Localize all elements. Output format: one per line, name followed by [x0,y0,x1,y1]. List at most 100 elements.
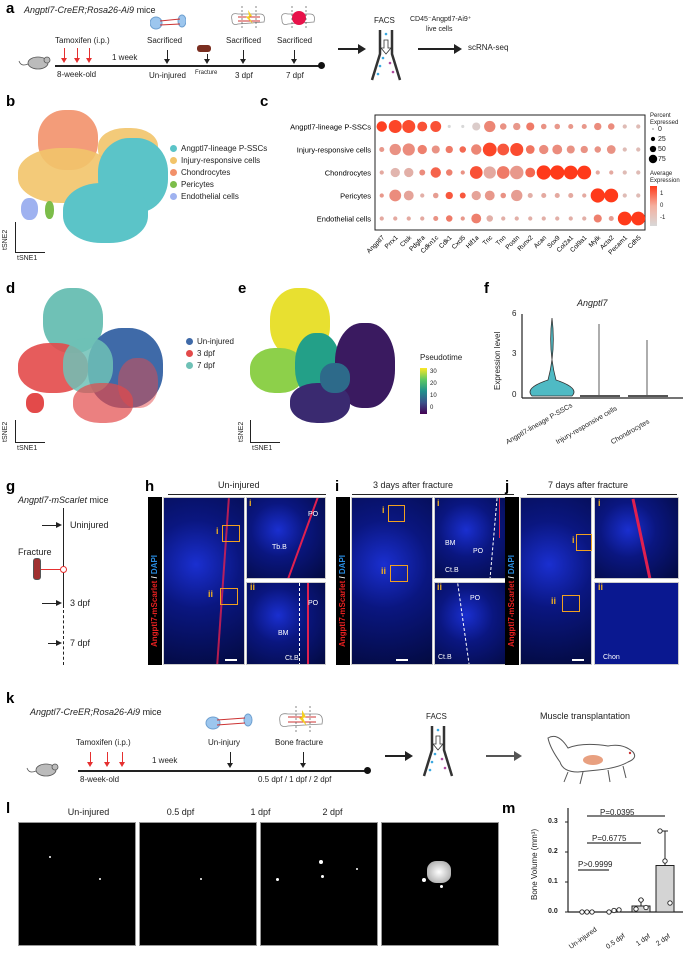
timeline-end-dot [318,62,325,69]
stain-label-bar: Angptl7-mScarlet / DAPI [505,497,519,665]
stain-sep: / [507,574,516,581]
stain-red: Angptl7-mScarlet [150,580,159,647]
legend-text: Un-injured [197,337,234,346]
timeline-axis [55,65,322,67]
region-label: PO [470,595,481,602]
timeline-dashed [63,610,64,665]
flow-arrowhead [454,44,462,54]
svg-text:Injury-responsive cells: Injury-responsive cells [297,146,371,155]
fractured-bone-icon [231,6,265,30]
legend-text: 3 dpf [197,349,215,358]
tamoxifen-arrowhead [74,58,80,63]
flow-arrowhead [514,751,522,761]
x-tick-label: 1 dpf [635,933,652,948]
timepoint-legend: Un-injured 3 dpf 7 dpf [186,336,234,372]
y-axis-arrow [15,420,16,442]
timepoint-arrow [48,643,58,644]
microct-image-2dpf [381,822,499,946]
mouse-icon [26,763,59,777]
inset-i-image [246,497,326,579]
y-axis-arrow [15,222,16,252]
zoom-box-label: ii [551,596,557,606]
panel-label-d: d [6,280,16,297]
facs-label: FACS [426,712,447,721]
dot-plot: Angptl7-lineage P-SSCsInjury-responsive … [290,114,658,256]
event-arrow [294,50,295,62]
event-top-label: Sacrificed [147,36,183,45]
y-tick: 0.3 [548,818,558,825]
color-legend-title: Average Expression [650,171,680,184]
tamoxifen-arrowhead [61,58,67,63]
event-top-label: Sacrificed [277,36,313,45]
fractured-bone-icon [279,706,323,732]
fracture-link [41,569,61,570]
scale-bar [225,659,237,661]
p-value-label: P=0.0395 [600,808,635,817]
legend-item: Un-injured [186,336,234,348]
tamoxifen-arrow [107,752,108,764]
panel-label-i: i [335,478,340,495]
panel-h-title: Un-injured [218,480,260,490]
x-tick-label: 2 dpf [655,933,672,948]
svg-text:Acan: Acan [533,234,549,250]
x-axis-label: tSNE1 [17,255,38,262]
legend-swatch [186,362,193,370]
sorted-population-label-2: live cells [426,26,453,33]
strain-name: Angptl7-CreER;Rosa26-Ai9 [24,5,135,15]
flow-arrowhead [405,751,413,761]
region-label: Tb.B [272,544,287,551]
stain-blue: DAPI [507,554,516,575]
tamoxifen-label: Tamoxifen (i.p.) [76,738,131,747]
inset-i-image [594,497,679,579]
size-legend-item: 75 [658,156,666,163]
panel-label-j: j [505,478,510,495]
interval-label: 1 week [152,756,178,765]
p-value-label: P>0.9999 [578,860,613,869]
legend-item: Angptl7-lineage P-SSCs [170,143,267,155]
tamoxifen-arrow [89,48,90,60]
colorbar-tick: 20 [430,381,437,387]
uninjured-bone-icon [150,14,186,30]
flow-arrow [486,755,516,757]
timepoint-arrowhead [56,600,62,606]
title-underline [168,494,326,495]
event-bottom-label: Un-injured [149,71,186,80]
zoom-box-i [576,534,592,551]
tamoxifen-arrowhead [87,762,93,767]
pseudotime-legend-title: Pseudotime [420,353,463,362]
tamoxifen-arrowhead [86,58,92,63]
y-axis-label: tSNE2 [2,421,9,442]
inset-ii-image [246,582,326,665]
tamoxifen-arrow [64,48,65,60]
x-axis-arrow [15,252,45,253]
age-label: 8-week-old [57,70,97,79]
timeline-axis [78,770,368,772]
y-tick: 6 [512,309,517,318]
region-label: PO [308,511,319,518]
bone-volume-bar-chart [565,808,683,915]
flow-arrowhead [358,44,366,54]
pseudotime-colorbar [420,368,427,414]
region-label: Ct.B [438,654,452,661]
region-label: BM [278,630,289,637]
panel-label-h: h [145,478,155,495]
event-arrowhead [227,763,233,768]
zoom-box-ii [562,595,580,612]
fracture-marker [60,566,67,573]
svg-text:Endothelial cells: Endothelial cells [317,215,371,224]
legend-swatch [186,350,193,358]
tsne-timepoint-plot [18,288,168,428]
legend-item: Chondrocytes [170,167,267,179]
event-arrowhead [204,59,210,64]
legend-text: Angptl7-lineage P-SSCs [181,144,268,153]
flow-arrow [418,48,456,50]
overview-image [520,497,592,665]
zoom-box-ii [390,565,408,582]
stain-label: Angptl7-mScarlet / DAPI [507,555,516,647]
inset-label: ii [598,582,604,592]
facs-sorter-icon [422,726,454,777]
zoom-box-ii [220,588,238,605]
sorted-population-label: CD45⁻Angptl7-Ai9⁺ [410,16,472,23]
size-legend-item: 50 [658,146,666,153]
colorbar-tick: 0 [430,405,434,411]
